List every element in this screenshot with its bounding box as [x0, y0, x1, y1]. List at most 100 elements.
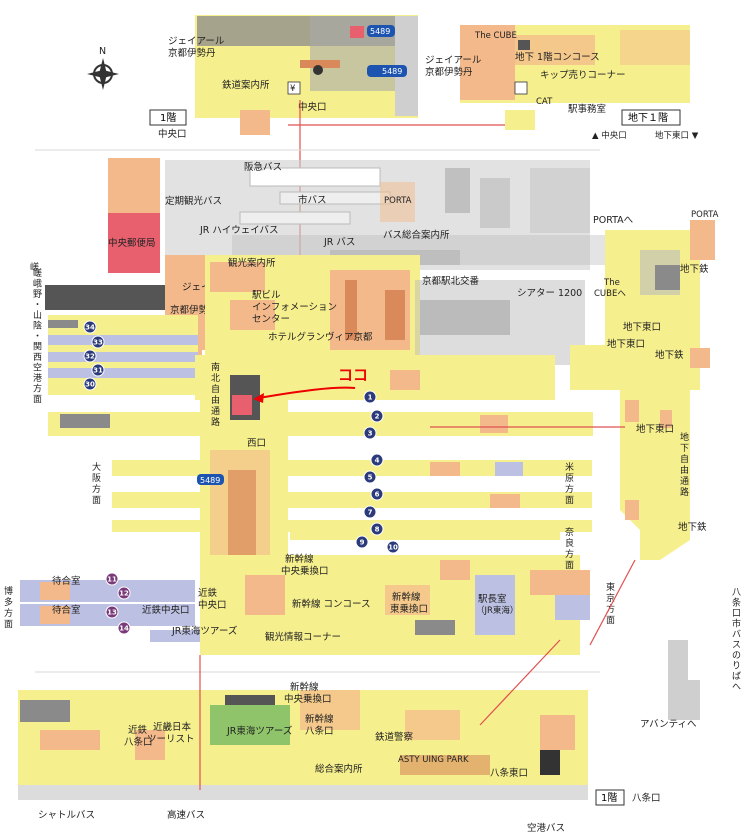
- label-eki-building-info-1: 駅ビル: [252, 290, 281, 301]
- platform-11-number: 11: [107, 576, 117, 584]
- label-machiaishitsu-b: 待合室: [52, 604, 81, 616]
- inset-b1: [460, 25, 690, 130]
- label-jr-highway-bus: JR ハイウェイバス: [199, 225, 279, 236]
- label-hachijo-guchi: 八条口: [632, 792, 661, 804]
- platform-5-marker: [363, 470, 377, 484]
- platform-10-number: 10: [388, 544, 398, 552]
- tokyo-homen-char: 面: [606, 615, 615, 626]
- bus-5489-label-c: 5489: [200, 476, 220, 485]
- label-kuko-bus: 空港バス: [527, 822, 565, 834]
- platform-30-number: 30: [85, 381, 95, 389]
- label-the-cube: The CUBE: [474, 31, 517, 41]
- label-cat: CAT: [536, 97, 553, 107]
- label-kntourist-2: ツーリスト: [147, 734, 195, 745]
- platform-14-number: 14: [119, 625, 129, 633]
- maibara-homen-char: 方: [565, 483, 574, 495]
- nara-homen-char: 良: [565, 537, 574, 549]
- label-chikatetsu-b: 地下鉄: [655, 349, 684, 361]
- platform-8-number: 8: [375, 526, 380, 534]
- inset-1f-central: 5489 5489 ¥: [195, 15, 418, 135]
- platform-1-marker: [363, 390, 377, 404]
- saga-sanin-char: 峨: [33, 278, 42, 290]
- label-eki-building-info-2: インフォメーション: [252, 302, 337, 313]
- label-hankyu-bus: 阪急バス: [244, 161, 282, 173]
- label-nishi-guchi: 西口: [247, 438, 266, 449]
- platform-12-marker: [117, 586, 131, 600]
- label-kintetsu-chuo-2a: 近鉄: [198, 587, 218, 599]
- label-shinkansen-chuo-2: 中央乗換口: [281, 565, 329, 577]
- underground-passage: [570, 220, 715, 560]
- hachijo-area: [18, 690, 588, 800]
- platform-7-marker: [363, 505, 377, 519]
- bus-5489-badge-c: [197, 474, 224, 485]
- label-b1-concourse: 地下 1階コンコース: [515, 51, 600, 63]
- platform-31-marker: [91, 363, 105, 377]
- label-jr-isetan-top-1: ジェイアール: [168, 36, 225, 47]
- label-kintetsu-chuo: 近鉄中央口: [142, 604, 190, 616]
- label-jr-isetan-b1-1: ジェイアール: [425, 55, 482, 66]
- central-building: [205, 255, 585, 365]
- label-kanko-annai: 観光案内所: [228, 257, 276, 269]
- osaka-homen-char: 大: [92, 461, 101, 473]
- platform-4-number: 4: [375, 457, 380, 465]
- saga-sanin-char: 西: [33, 352, 42, 363]
- nanboku-jiyu-tsuro-char: 北: [211, 373, 220, 384]
- label-asty: ASTY UING PARK: [398, 755, 469, 765]
- label-ekicho-jimu: 駅事務室: [568, 103, 606, 115]
- platform-2-number: 2: [375, 413, 380, 421]
- koko-arrow: [257, 386, 356, 399]
- platform-34-marker: [83, 320, 97, 334]
- label-jr-tokai-tours-b: JR東海ツアーズ: [226, 725, 293, 737]
- label-shinkansen-chuo-norikae-2: 中央乗換口: [284, 693, 332, 705]
- hachijo-bus-char: 口: [732, 609, 741, 619]
- saga-sanin-char: 港: [33, 372, 42, 384]
- label-koban: 京都駅北交番: [422, 275, 480, 287]
- hakata-homen-char: 方: [4, 607, 13, 619]
- route-line-south-east: [589, 559, 636, 646]
- hachijo-bus-char: の: [732, 651, 741, 661]
- label-chikatetsu-a: 地下鉄: [680, 263, 709, 275]
- tokyo-homen-char: 京: [606, 592, 615, 604]
- chika-jiyu-tsuro-char: 下: [680, 444, 689, 454]
- saga-sanin-char: 関: [33, 342, 42, 353]
- osaka-homen-char: 方: [92, 483, 101, 495]
- nanboku-jiyu-tsuro-char: 路: [211, 416, 220, 428]
- hakata-homen-char: 多: [4, 596, 13, 608]
- legend-chika-higashi: 地下東口 ▼: [655, 130, 699, 141]
- label-shinkansen-higashi-1: 新幹線: [392, 591, 421, 603]
- label-shinkansen-chuo-1: 新幹線: [285, 553, 314, 565]
- nara-homen-char: 方: [565, 548, 574, 560]
- maibara-homen-char: 原: [565, 473, 574, 484]
- label-teiki-kanko-bus: 定期観光バス: [165, 195, 222, 207]
- maibara-homen-char: 米: [565, 461, 574, 473]
- label-floor-1: 1階: [160, 112, 176, 124]
- platform-9-marker: [355, 535, 369, 549]
- platform-34-number: 34: [85, 324, 95, 332]
- label-shi-bus: 市バス: [298, 194, 327, 206]
- label-jr-isetan-b1-2: 京都伊勢丹: [425, 66, 473, 78]
- label-shinkansen-chuo-norikae-1: 新幹線: [290, 681, 319, 693]
- platform-32-marker: [83, 349, 97, 363]
- label-sogo-annai: 総合案内所: [315, 763, 363, 775]
- label-kntourist-1: 近畿日本: [153, 721, 192, 733]
- nanboku-jiyu-tsuro-char: 通: [211, 406, 220, 417]
- hachijo-bus-char: り: [732, 661, 741, 672]
- label-jr-tokai-tours-a: JR東海ツアーズ: [171, 625, 238, 637]
- legend-chuo: ▲ 中央口: [592, 130, 627, 141]
- platform-area: [20, 315, 593, 655]
- chika-jiyu-tsuro-char: 路: [680, 486, 689, 498]
- label-kanko-joho: 観光情報コーナー: [265, 631, 341, 643]
- hachijo-bus-char: ば: [732, 671, 741, 682]
- label-theater: シアター 1200: [517, 288, 582, 299]
- saga-sanin-char: ・: [33, 332, 42, 342]
- label-kippu-corner: キップ売りコーナー: [540, 69, 626, 81]
- tokyo-homen-char: 方: [606, 603, 615, 615]
- label-kintetsu-hachijo-1: 近鉄: [128, 724, 148, 736]
- label-chika-higashi-c: 地下東口: [636, 423, 674, 435]
- platform-13-marker: [105, 605, 119, 619]
- label-chuo-guchi-top: 中央口: [298, 101, 327, 113]
- label-porta-he: PORTAへ: [593, 215, 634, 226]
